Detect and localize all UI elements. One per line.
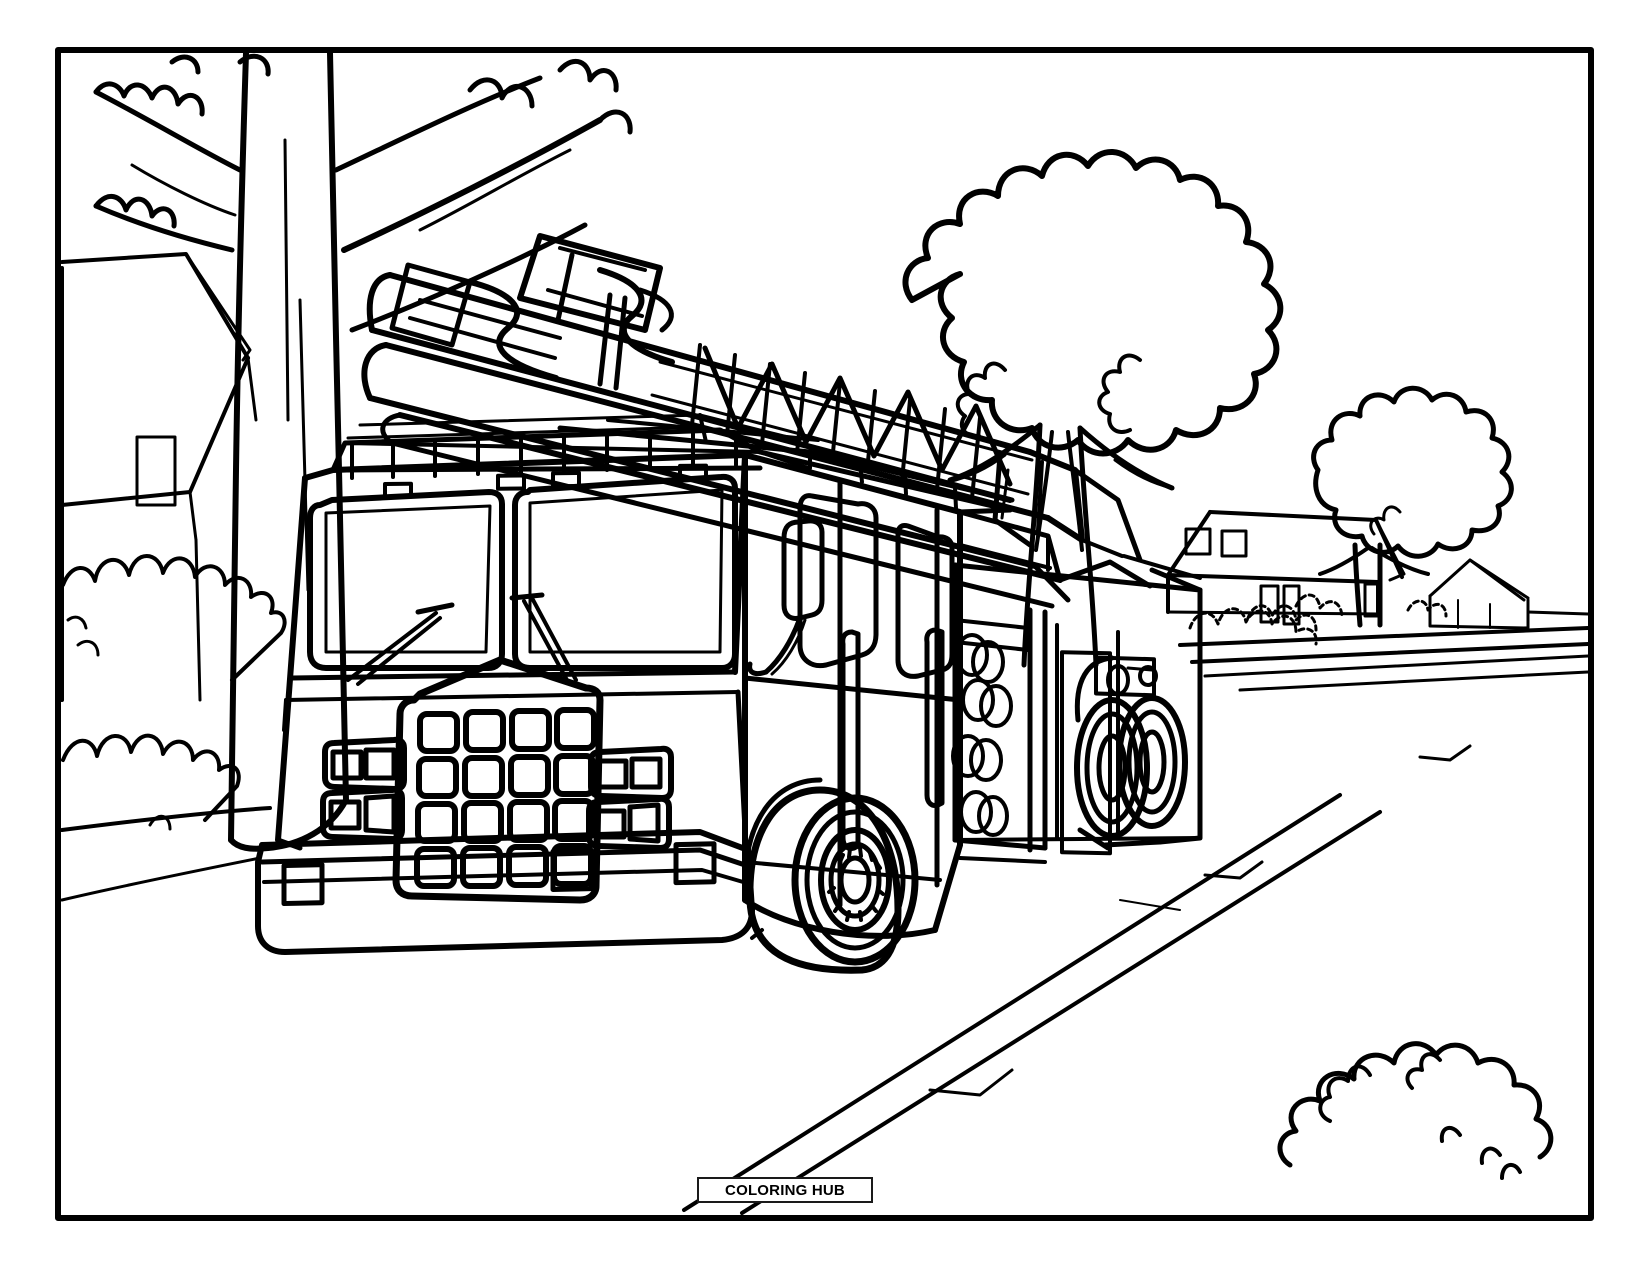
rear-marker-light-b (1138, 665, 1158, 687)
wheel-hub (838, 855, 872, 905)
bumper-recess-right (673, 841, 717, 886)
house-right-window-lower-right (1282, 584, 1301, 626)
house-left (61, 252, 258, 702)
rear-wheel-outer-2 (1116, 695, 1188, 829)
front-bumper (255, 829, 755, 955)
side-mirror (781, 518, 825, 621)
house-right-window-upper-left (1184, 527, 1212, 556)
wiper-left (346, 611, 438, 682)
watermark-label: COLORING HUB (725, 1181, 845, 1199)
street (61, 626, 1588, 1215)
grab-handle-2 (924, 627, 941, 808)
valve-port-4 (979, 684, 1013, 728)
windshield-right (512, 473, 738, 671)
mirror-arm (763, 615, 803, 675)
valve-port-8 (977, 795, 1009, 837)
front-grille (392, 656, 604, 904)
ladder-bed (957, 509, 1203, 593)
bumper-recess-left (281, 862, 325, 907)
rear-wheels (1074, 655, 1188, 851)
house-left-window (135, 435, 177, 507)
bumper-recess-mid (550, 848, 594, 892)
cab-door-window-1 (797, 493, 879, 669)
watermark-badge: COLORING HUB (697, 1177, 873, 1203)
valve-port-5 (951, 734, 985, 778)
house-right-window-upper-right (1220, 529, 1248, 558)
rear-marker-light-a (1106, 664, 1130, 696)
valve-port-2 (971, 640, 1005, 684)
bush-left-upper (61, 554, 287, 682)
bush-bottom-right (1277, 1041, 1554, 1180)
wiper-right (522, 599, 570, 684)
cab-door-window-2 (895, 523, 955, 679)
compartment-door (1060, 650, 1112, 856)
page-border (55, 47, 1594, 1221)
front-wheel (742, 777, 919, 974)
pump-panel (951, 618, 1030, 837)
bush-right-hedge (1188, 593, 1448, 646)
large-tree-left (93, 53, 633, 852)
house-far-right (1428, 558, 1588, 630)
valve-port-6 (969, 738, 1003, 782)
cab-marker-light-2 (496, 473, 526, 491)
house-right-window-lower-left (1259, 584, 1280, 624)
house-right-window-side (1363, 582, 1383, 618)
rear-wheel-outer-1 (1074, 697, 1150, 839)
